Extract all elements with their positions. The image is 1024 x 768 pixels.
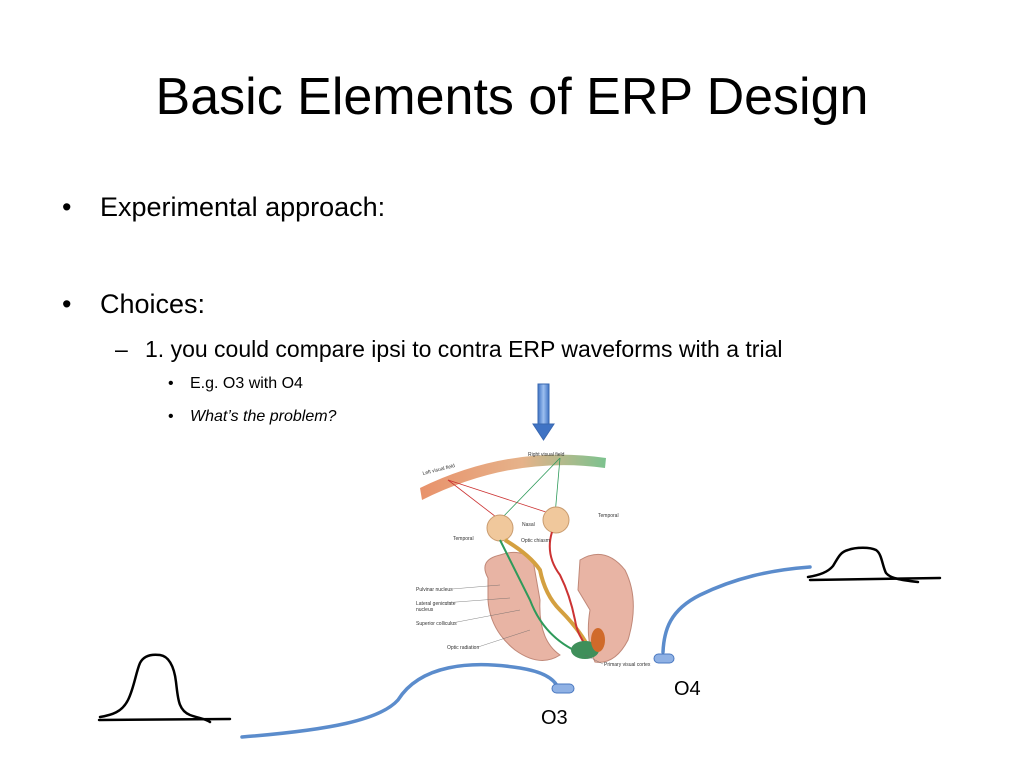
- left-eye-icon: [486, 514, 514, 542]
- o4-waveform-sketch: [806, 546, 942, 584]
- sub-sub-bullet-problem: • What’s the problem?: [168, 408, 337, 425]
- sub-sub-bullet-example: • E.g. O3 with O4: [168, 375, 303, 392]
- label-temporal-right: Temporal: [598, 513, 619, 519]
- o4-electrode: [653, 653, 675, 664]
- bullet-choices: • Choices:: [62, 289, 206, 319]
- o3-electrode: [551, 683, 575, 694]
- label-lateral-geniculate: Lateral geniculate: [416, 601, 456, 607]
- right-eye-icon: [542, 506, 570, 534]
- o3-waveform-sketch: [97, 653, 232, 724]
- o4-label: O4: [674, 678, 701, 700]
- label-superior-colliculus: Superior colliculus: [416, 621, 457, 627]
- o4-electrode-cable: [661, 565, 812, 654]
- label-optic-chiasm: Optic chiasm: [521, 538, 550, 544]
- o3-label: O3: [541, 707, 568, 729]
- label-temporal-left: Temporal: [453, 536, 474, 542]
- o3-electrode-cable: [240, 662, 560, 739]
- label-lateral-geniculate-nucleus: nucleus: [416, 607, 434, 613]
- down-arrow-icon: [532, 383, 555, 441]
- brain-left-hemisphere: [484, 551, 561, 661]
- visual-pathway-diagram: Left visual field Right visual field Tem…: [408, 446, 654, 678]
- sub-bullet-compare: – 1. you could compare ipsi to contra ER…: [115, 336, 783, 362]
- label-optic-radiation: Optic radiation: [447, 645, 479, 651]
- label-nasal: Nasal: [522, 522, 535, 528]
- label-primary-visual-cortex: Primary visual cortex: [604, 662, 651, 668]
- label-pulvinar-nucleus: Pulvinar nucleus: [416, 587, 453, 593]
- label-right-visual-field: Right visual field: [528, 452, 565, 458]
- bullet-experimental-approach: • Experimental approach:: [62, 192, 386, 222]
- visual-field-band: [420, 454, 606, 500]
- slide-title: Basic Elements of ERP Design: [155, 68, 869, 126]
